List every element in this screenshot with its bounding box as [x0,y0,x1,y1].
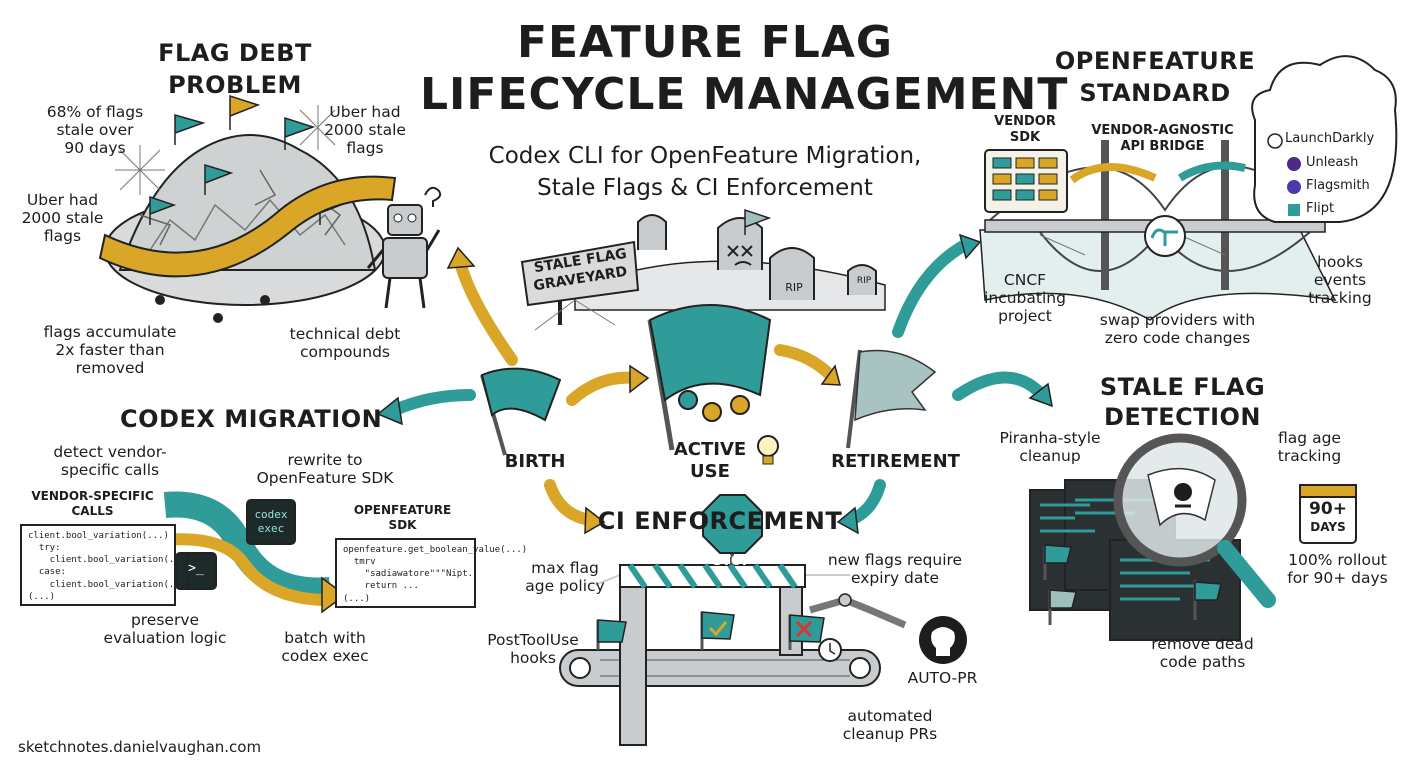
stale-piranha-1: Piranha-style [999,429,1101,447]
stale-flag-graveyard [520,208,886,331]
ci-cleanup-2: cleanup PRs [842,725,938,743]
calendar-days-2: DAYS [1310,520,1346,534]
tombstone-label-2: RIP [856,276,872,286]
title-line-2: LIFECYCLE MANAGEMENT [420,69,1069,120]
of-bridge-2: API BRIDGE [1120,139,1205,154]
flag-debt-pile [98,94,397,323]
ci-cleanup-1: automated [847,707,933,725]
flow-arrows [376,233,1053,535]
debt-accumulate-3: removed [75,359,145,377]
lifecycle-flags [480,304,937,465]
migration-of-sdk-1: OPENFEATURE [353,503,452,517]
of-hooks-1: hooks [1317,253,1363,271]
migration-preserve-1: preserve [130,611,200,629]
provider-unleash: Unleash [1306,155,1359,170]
debt-uber-b-3: flags [43,227,82,245]
ci-gate-conveyor [559,494,967,746]
debt-accumulate-2: 2x faster than [55,341,165,359]
debt-uber-b-1: Uber had [26,191,99,209]
stage-birth: BIRTH [504,451,566,472]
ci-expiry-1: new flags require [827,551,963,569]
stale-age-2: tracking [1277,447,1342,465]
debt-stat-stale-1: 68% of flags [46,103,144,121]
stale-age-1: flag age [1278,429,1341,447]
codex-migration-flow [163,491,347,614]
title-line-1: FEATURE FLAG [516,17,893,68]
debt-compounds-2: compounds [300,343,390,361]
codex-exec-label-1: codex [254,508,288,521]
debt-heading-1: FLAG DEBT [158,39,312,67]
migration-detect-1: detect vendor- [53,443,167,461]
of-swap-2: zero code changes [1104,329,1251,347]
openfeature-code-block: openfeature.get_boolean_value(...) tmrv … [335,538,527,608]
of-cncf-3: project [998,307,1052,325]
debt-uber-a-3: flags [346,139,384,157]
debt-stat-stale-2: stale over [56,121,134,139]
migration-vendor-calls-2: CALLS [71,504,114,518]
stale-heading-1: STALE FLAG [1099,373,1266,401]
debt-uber-b-2: 2000 stale [21,209,104,227]
ci-heading: CI ENFORCEMENT [597,507,843,535]
of-vendor-sdk-2: SDK [1009,130,1041,145]
stale-detection-magnifier [1029,433,1357,641]
ci-max-age-1: max flag [531,559,599,577]
debt-uber-a-1: Uber had [329,103,401,121]
ci-posttool-1: PostToolUse [487,631,579,649]
of-heading-1: OPENFEATURE [1054,47,1256,75]
debt-heading-2: PROBLEM [168,71,302,99]
stale-remove-2: code paths [1159,653,1246,671]
ci-posttool-2: hooks [510,649,556,667]
subtitle-line-1: Codex CLI for OpenFeature Migration, [488,143,922,169]
of-hooks-3: tracking [1308,289,1372,307]
debt-uber-a-2: 2000 stale [324,121,406,139]
of-cncf-2: incubating [984,289,1066,307]
provider-flipt: Flipt [1306,201,1335,216]
codex-exec-label-2: exec [257,522,285,535]
ci-max-age-2: age policy [525,577,605,595]
migration-rewrite-1: rewrite to [287,451,363,469]
migration-preserve-2: evaluation logic [103,629,227,647]
stale-piranha-2: cleanup [1019,447,1081,465]
migration-batch-1: batch with [284,629,366,647]
stage-active-2: USE [690,461,730,482]
terminal-icon: >_ [188,561,204,576]
ci-expiry-2: expiry date [850,569,939,587]
migration-batch-2: codex exec [281,647,369,665]
stale-remove-1: remove dead [1151,635,1254,653]
openfeature-bridge [979,55,1398,321]
tombstone-label: RIP [785,281,803,294]
subtitle-line-2: Stale Flags & CI Enforcement [537,175,873,201]
footer-url: sketchnotes.danielvaughan.com [18,738,262,756]
migration-heading: CODEX MIGRATION [120,405,383,433]
of-hooks-2: events [1313,271,1367,289]
debt-compounds-1: technical debt [289,325,401,343]
stop-sign-label: STOP [712,554,752,569]
migration-rewrite-2: OpenFeature SDK [256,469,394,487]
debt-stat-stale-3: 90 days [64,139,126,157]
vendor-code-block: client.bool_variation(...) try: client.b… [20,524,191,606]
of-cncf-1: CNCF [1003,271,1047,289]
confused-robot [366,186,442,309]
debt-accumulate-1: flags accumulate [43,323,177,341]
provider-launchdarkly: LaunchDarkly [1285,131,1375,146]
provider-flagsmith: Flagsmith [1306,178,1370,193]
of-heading-2: STANDARD [1079,79,1231,107]
of-swap-1: swap providers with [1099,311,1256,329]
migration-of-sdk-2: SDK [388,518,417,532]
of-bridge-1: VENDOR-AGNOSTIC [1091,123,1234,138]
migration-detect-2: specific calls [60,461,160,479]
of-vendor-sdk-1: VENDOR [994,114,1056,129]
ci-auto-pr: AUTO-PR [907,669,978,687]
calendar-days-1: 90+ [1309,499,1347,519]
stale-rollout-1: 100% rollout [1288,551,1387,569]
migration-vendor-calls-1: VENDOR-SPECIFIC [31,489,154,503]
stale-rollout-2: for 90+ days [1287,569,1388,587]
stale-heading-2: DETECTION [1104,403,1261,431]
stage-retirement: RETIREMENT [831,451,960,472]
stage-active-1: ACTIVE [673,439,747,460]
